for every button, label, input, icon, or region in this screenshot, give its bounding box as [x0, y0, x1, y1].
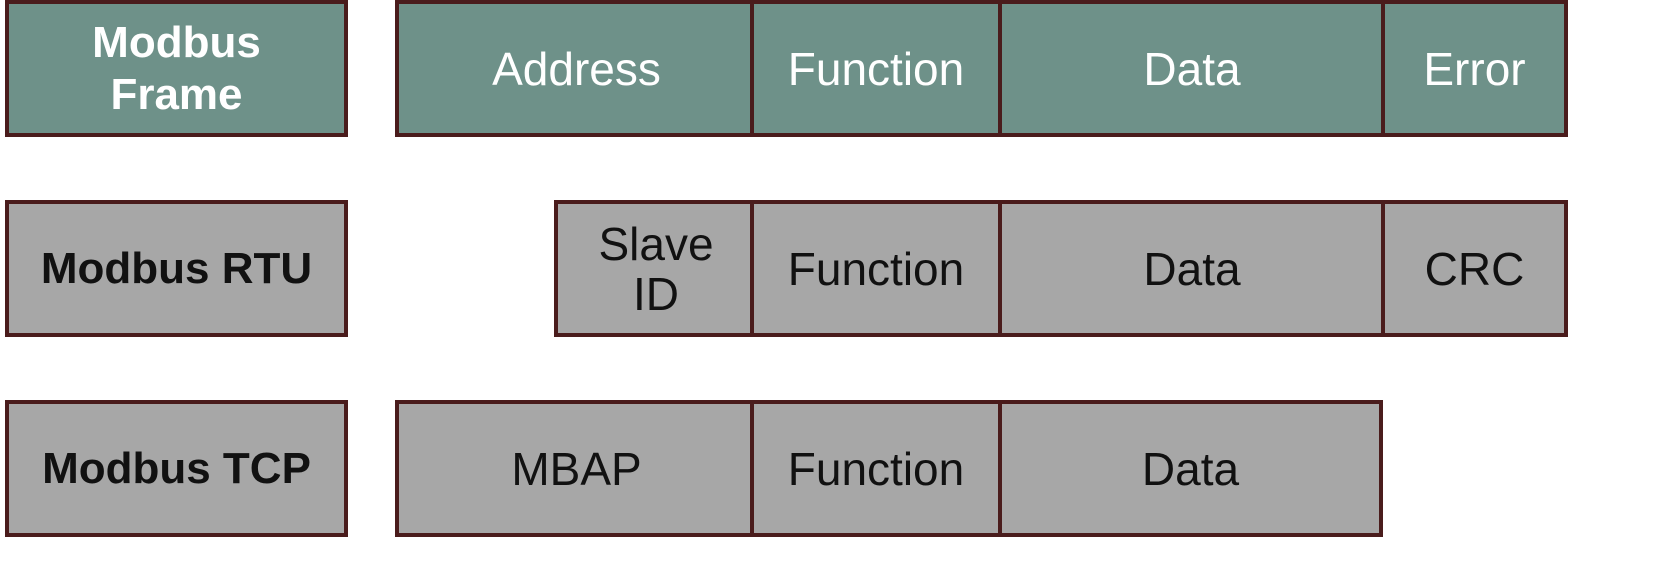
modbus-rtu-label: Modbus RTU [40, 243, 313, 293]
rtu-cell-slave-id-text: Slave ID [598, 217, 714, 320]
frame-cell-function: Function [750, 4, 998, 133]
tcp-cell-function: Function [750, 404, 998, 533]
modbus-rtu-fields: Slave ID Function Data CRC [554, 200, 1568, 337]
modbus-frame-label: Modbus Frame [92, 17, 261, 119]
modbus-rtu-label-box: Modbus RTU [5, 200, 348, 337]
rtu-cell-crc: CRC [1381, 204, 1564, 333]
frame-cell-data: Data [998, 4, 1382, 133]
modbus-frame-label-box: Modbus Frame [5, 0, 348, 137]
rtu-cell-slave-id: Slave ID [558, 204, 754, 333]
frame-cell-error: Error [1381, 4, 1564, 133]
modbus-frame-fields: Address Function Data Error [395, 0, 1568, 137]
rtu-cell-function: Function [750, 204, 998, 333]
tcp-cell-data: Data [998, 404, 1379, 533]
modbus-tcp-fields: MBAP Function Data [395, 400, 1383, 537]
modbus-tcp-label: Modbus TCP [42, 443, 311, 493]
modbus-tcp-label-box: Modbus TCP [5, 400, 348, 537]
frame-cell-address: Address [492, 42, 661, 95]
tcp-cell-mbap: MBAP [511, 442, 642, 495]
rtu-cell-data: Data [998, 204, 1382, 333]
